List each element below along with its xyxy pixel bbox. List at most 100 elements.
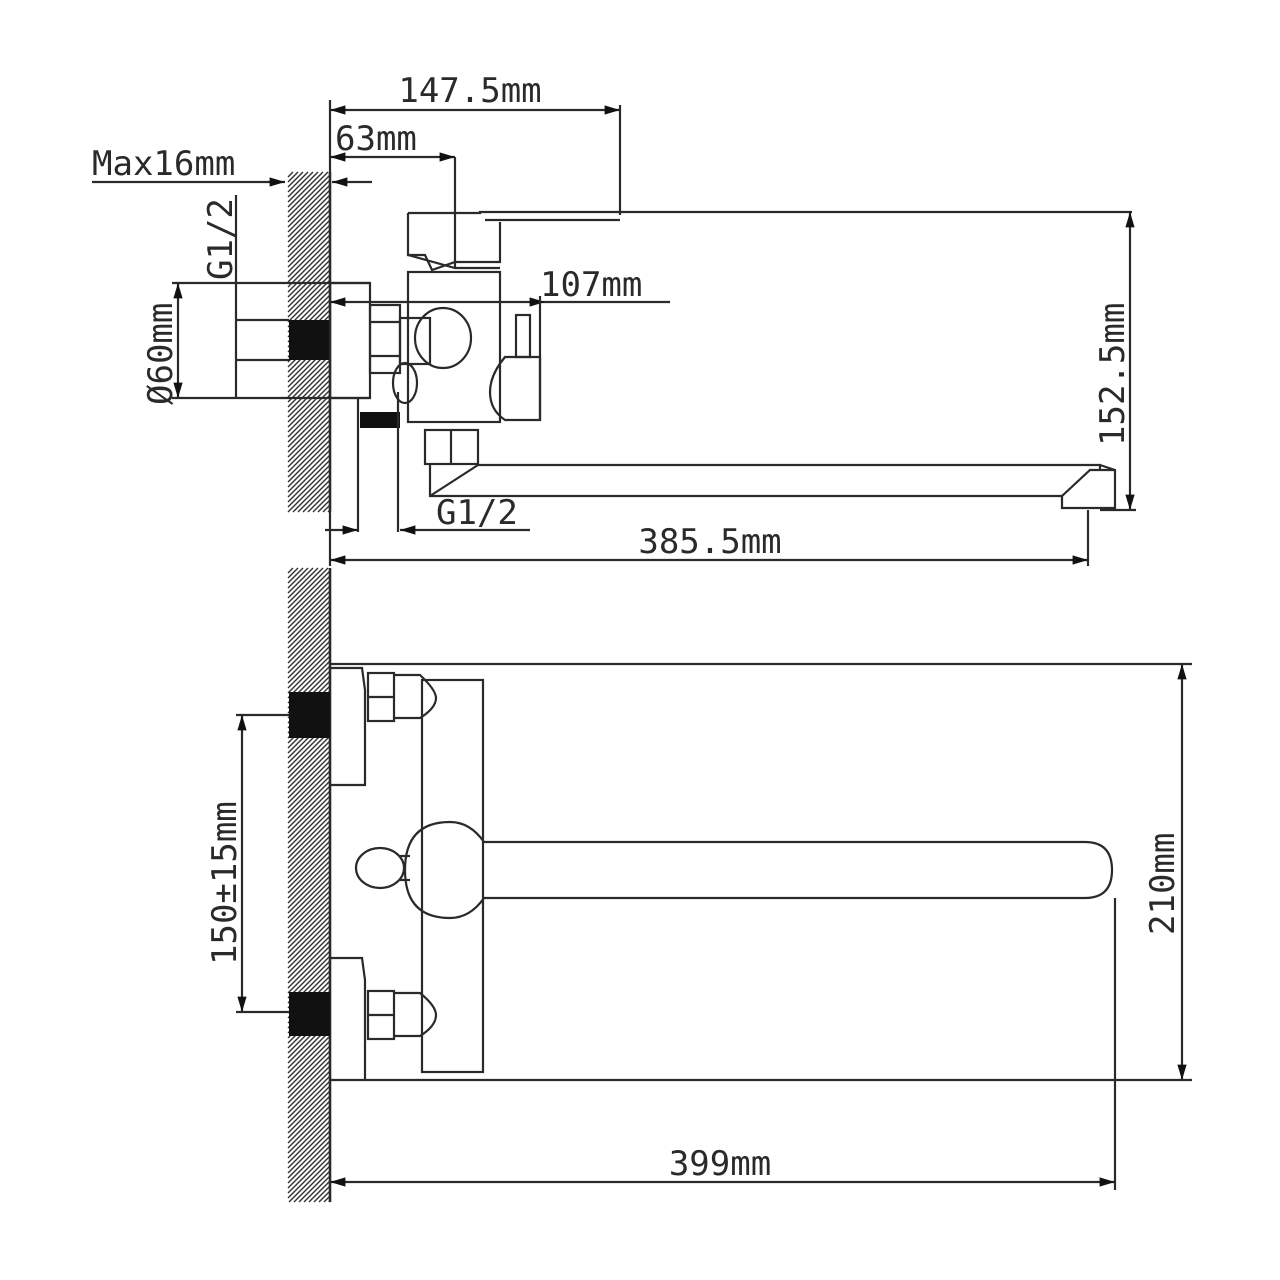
hatch-line	[287, 910, 331, 954]
hatch-line	[287, 585, 331, 629]
hatch-line	[287, 780, 331, 824]
hatch-line	[287, 1030, 331, 1074]
hatch-line	[287, 414, 331, 458]
hatch-line	[287, 254, 331, 298]
hatch-line	[302, 484, 331, 513]
hatch-line	[312, 494, 331, 513]
flange-lower	[330, 956, 367, 1080]
hatch-line	[287, 439, 331, 483]
hatch-line	[287, 171, 299, 183]
hatch-line	[287, 875, 331, 919]
hatch-line	[287, 364, 331, 408]
hatch-line	[287, 825, 331, 869]
hex-nut-lower	[366, 989, 438, 1041]
hatch-line	[287, 171, 304, 188]
hatch-line	[287, 189, 331, 233]
hatch-line	[287, 359, 331, 403]
hatch-line	[287, 745, 331, 789]
dim-label-152-5: 152.5mm	[1093, 303, 1133, 446]
hatch-line	[287, 1080, 331, 1124]
hatch-line	[287, 1095, 331, 1139]
diverter-knob-top	[354, 846, 406, 890]
hatch-line	[287, 810, 331, 854]
hatch-line	[287, 419, 331, 463]
hatch-line	[287, 1035, 331, 1079]
hatch-line	[287, 409, 331, 453]
hatch-line	[287, 845, 331, 889]
hatch-line	[287, 1110, 331, 1154]
hatch-line	[287, 1075, 331, 1119]
hatch-line	[297, 479, 331, 513]
dim-label-385-5: 385.5mm	[638, 522, 781, 562]
hatch-line	[287, 945, 331, 989]
hatch-line	[287, 590, 331, 634]
hatch-line	[287, 404, 331, 448]
hatch-line	[287, 567, 329, 609]
wall-plug-upper	[289, 692, 330, 738]
hatch-line	[287, 850, 331, 894]
hatch-line	[287, 269, 331, 313]
hatch-line	[287, 1125, 331, 1169]
hatch-line	[287, 595, 331, 639]
hatch-line	[287, 567, 309, 589]
hatch-line	[303, 1175, 331, 1203]
hatch-line	[287, 369, 331, 413]
top-view: 150±15mm 210mm 399mm	[205, 567, 1192, 1203]
handle-base	[407, 253, 500, 270]
hatch-line	[287, 209, 331, 253]
side-view: 147.5mm 63mm Max16mm G1/2 Ø60mm	[92, 71, 1136, 566]
hatch-line	[287, 174, 331, 218]
hatch-line	[287, 469, 331, 513]
hatch-line	[287, 655, 331, 699]
hatch-line	[287, 600, 331, 644]
hatch-line	[287, 379, 331, 423]
hatch-line	[287, 1140, 331, 1184]
cartridge-circle	[413, 306, 473, 370]
hatch-line	[287, 755, 331, 799]
hatch-line	[287, 955, 331, 999]
hatch-line	[287, 855, 331, 899]
hatch-line	[287, 171, 324, 208]
hatch-line	[287, 224, 331, 268]
hatch-line	[293, 1165, 331, 1203]
hatch-line	[287, 800, 331, 844]
hatch-line	[287, 194, 331, 238]
lever-handle	[406, 210, 1132, 272]
hatch-line	[287, 805, 331, 849]
hatch-line	[287, 434, 331, 478]
spout-nut	[423, 428, 480, 466]
hatch-line	[287, 454, 331, 498]
hatch-line	[287, 1070, 331, 1114]
dim-label-max16: Max16mm	[92, 144, 235, 184]
hatch-line	[287, 259, 331, 303]
hatch-line	[292, 474, 331, 513]
hatch-line	[287, 1100, 331, 1144]
hatch-line	[287, 625, 331, 669]
hatch-line	[287, 1065, 331, 1109]
hatch-line	[287, 1155, 331, 1199]
hatch-line	[287, 880, 331, 924]
hatch-line	[287, 940, 331, 984]
hatch-line	[287, 570, 331, 614]
hatch-line	[287, 885, 331, 929]
hatch-line	[287, 1050, 331, 1094]
wall-plug	[289, 320, 330, 360]
hatch-line	[287, 930, 331, 974]
hatch-line	[287, 567, 314, 594]
hatch-line	[287, 630, 331, 674]
hatch-line	[287, 775, 331, 819]
hatch-line	[287, 384, 331, 428]
dim-label-147-5: 147.5mm	[398, 71, 541, 111]
hatch-line	[287, 444, 331, 488]
hatch-line	[287, 840, 331, 884]
hatch-line	[287, 1060, 331, 1104]
hatch-line	[287, 459, 331, 503]
diverter-body	[488, 355, 542, 422]
hatch-line	[287, 605, 331, 649]
hatch-line	[287, 620, 331, 664]
hatch-line	[287, 905, 331, 949]
hatch-line	[287, 835, 331, 879]
hatch-line	[287, 171, 309, 193]
